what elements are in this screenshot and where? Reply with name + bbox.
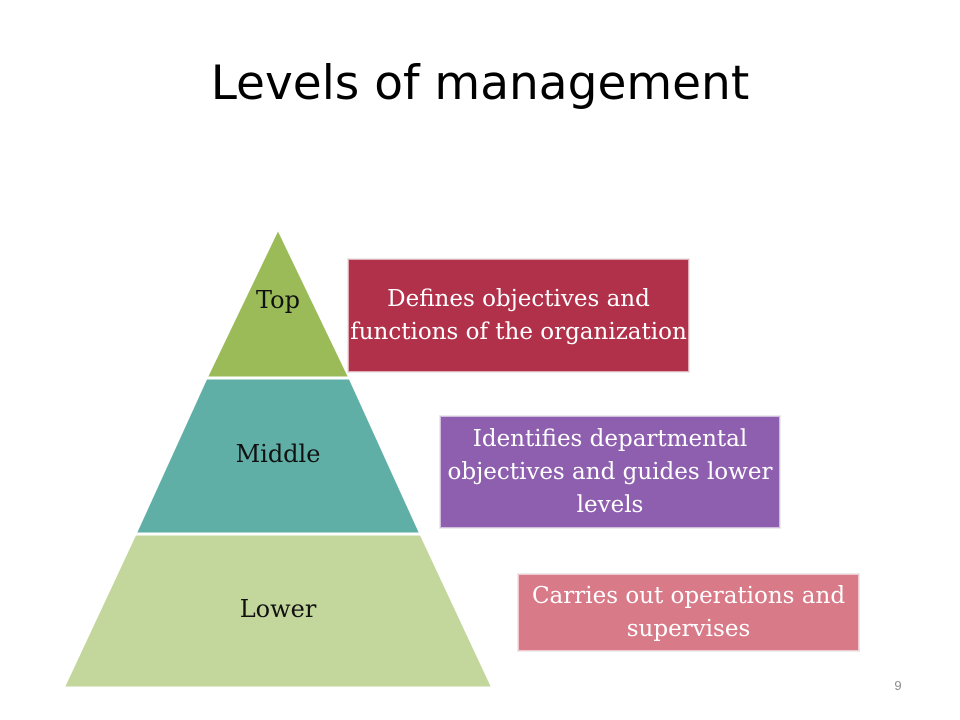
lower-level-description: Carries out operations and supervises xyxy=(518,574,859,651)
middle-level-description: Identifies departmental objectives and g… xyxy=(440,416,780,528)
tier-label-lower: Lower xyxy=(239,595,317,623)
tier-label-top: Top xyxy=(256,286,300,314)
page-number: 9 xyxy=(894,678,902,693)
tier-label-middle: Middle xyxy=(235,440,321,468)
slide-title: Levels of management xyxy=(210,56,750,111)
pyramid-tier-lower xyxy=(60,532,496,690)
top-level-description: Defines objectives and functions of the … xyxy=(348,259,689,372)
